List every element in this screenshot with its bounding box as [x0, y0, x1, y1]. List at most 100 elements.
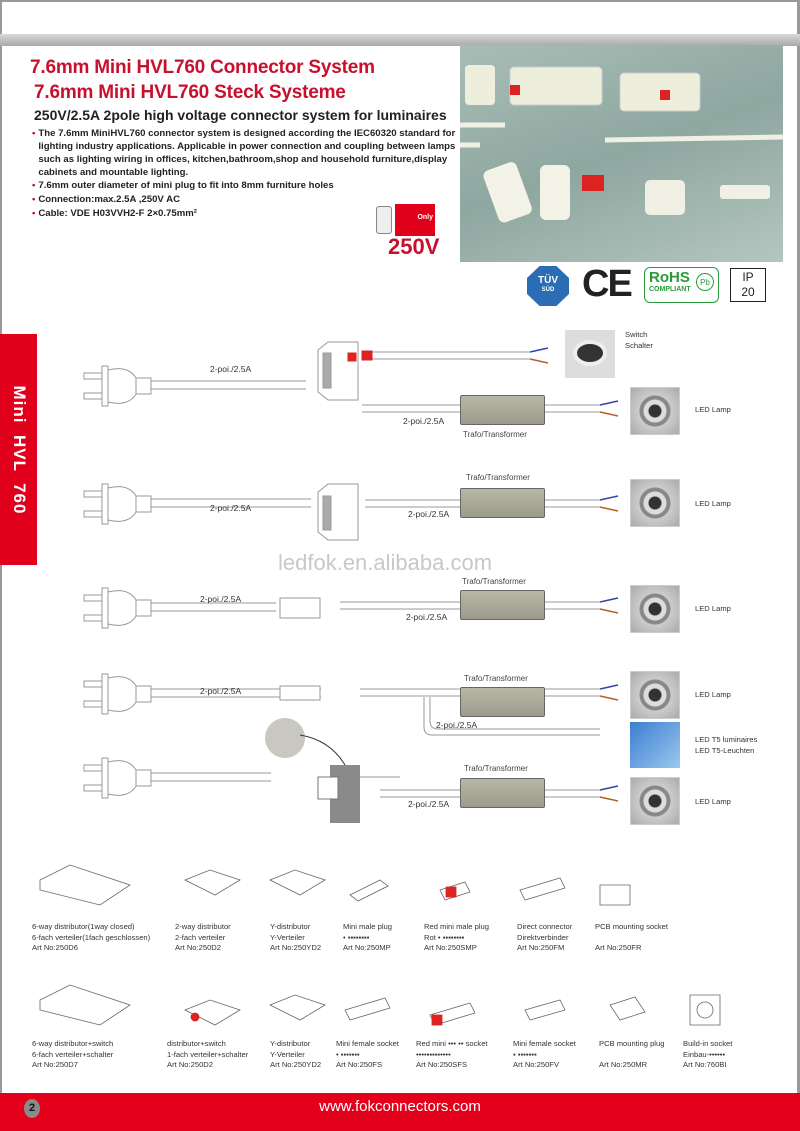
product-caption-line: 6-way distributor+switch: [32, 1039, 114, 1048]
product-caption-line: Art No:760BI: [683, 1060, 727, 1069]
transformer: [460, 778, 545, 808]
bullet-4: •Cable: VDE H03VVH2-F 2×0.75mm²: [32, 208, 197, 219]
product-caption-line: 2-fach verteiler: [175, 932, 226, 942]
product-caption-line: Art No:250D7: [32, 1060, 79, 1069]
led-lamp-photo: [630, 387, 680, 435]
bullet-icon: •: [32, 128, 36, 139]
bullet-icon: •: [32, 194, 36, 205]
product-caption-line: Mini female socket: [336, 1039, 399, 1048]
switch-photo: [565, 330, 615, 378]
product-caption: Mini female socket▪ ▪▪▪▪▪▪▪Art No:250FV: [513, 1039, 576, 1071]
led-lamp-photo: [630, 777, 680, 825]
transformer-label: Trafo/Transformer: [464, 764, 528, 773]
cable-label: 2-poi./2.5A: [210, 364, 252, 374]
cable-label: 2-poi./2.5A: [408, 799, 450, 809]
product-caption-line: • ▪▪▪▪▪▪▪: [336, 1049, 360, 1059]
product-caption-line: Mini female socket: [513, 1039, 576, 1048]
led-lamp-label: LED Lamp: [695, 604, 731, 613]
bullet-1: •The 7.6mm MiniHVL760 connector system i…: [32, 128, 456, 178]
voltage-label: 250V: [388, 234, 440, 259]
product-caption: Mini male plug• ▪▪▪▪▪▪▪▪Art No:250MP: [343, 922, 392, 954]
product-caption-line: Red mini ••• •• socket: [416, 1039, 488, 1048]
subtitle: 250V/2.5A 2pole high voltage connector s…: [34, 107, 447, 123]
led-lamp-label: LED Lamp: [695, 405, 731, 414]
product-caption-line: Art No:250YD2: [270, 1060, 322, 1069]
transformer: [460, 395, 545, 425]
ce-mark: CE: [582, 263, 633, 305]
product-caption-line: 6-fach verteiler+schalter: [32, 1049, 114, 1059]
transformer-label: Trafo/Transformer: [462, 577, 526, 586]
sidebar-series-label: Mini HVL 760: [0, 334, 37, 565]
bullet-2: •7.6mm outer diameter of mini plug to fi…: [32, 180, 334, 191]
cable-label: 2-poi./2.5A: [408, 509, 450, 519]
watermark: ledfok.en.alibaba.com: [278, 550, 493, 575]
cable-label: 2-poi./2.5A: [403, 416, 445, 426]
product-caption-line: Art No:250SFS: [416, 1060, 468, 1069]
cable-label: 2-poi./2.5A: [200, 686, 242, 696]
product-caption-line: Y-distributor: [270, 922, 311, 931]
transformer: [460, 488, 545, 518]
product-caption-line: Build-in socket: [683, 1039, 733, 1048]
rohs-logo: RoHS COMPLIANT Pb: [644, 267, 719, 303]
bullet-3: •Connection:max.2.5A ,250V AC: [32, 194, 180, 205]
footer-bar: [0, 1093, 800, 1131]
product-caption-line: Direktverbinder: [517, 932, 569, 942]
product-caption: Red mini ••• •• socket••••▪▪▪▪▪••••Art N…: [416, 1039, 488, 1071]
product-caption-line: distributor+switch: [167, 1039, 226, 1048]
product-caption-line: 2-way distributor: [175, 922, 231, 931]
product-caption-line: 6-fach verteiler(1fach geschlossen): [32, 932, 151, 942]
only-plug-badge: Only: [395, 204, 435, 236]
product-caption-line: Einbau-••••••: [683, 1049, 726, 1059]
product-caption-line: Y-Verteiler: [270, 1049, 305, 1059]
product-caption-line: Art No:250D2: [167, 1060, 214, 1069]
transformer-label: Trafo/Transformer: [463, 430, 527, 439]
transformer: [460, 687, 545, 717]
website-link[interactable]: www.fokconnectors.com: [319, 1098, 481, 1115]
product-caption-line: Art No:250FR: [595, 943, 642, 952]
tuv-logo: TÜV SÜD: [527, 266, 569, 306]
product-caption: 6-way distributor(1way closed)6-fach ver…: [32, 922, 150, 954]
cable-label: 2-poi./2.5A: [200, 594, 242, 604]
product-caption-line: • ▪▪▪▪▪▪▪▪: [343, 932, 370, 942]
transformer: [460, 590, 545, 620]
product-caption-line: Art No:250D6: [32, 943, 79, 952]
t5-luminaire-photo: [630, 722, 680, 768]
led-lamp-photo: [630, 585, 680, 633]
product-caption-line: ▪ ▪▪▪▪▪▪▪: [513, 1049, 537, 1059]
product-caption-line: Art No:250YD2: [270, 943, 322, 952]
product-caption-line: Art No:250FS: [336, 1060, 383, 1069]
led-lamp-photo: [630, 479, 680, 527]
page-number: 2: [24, 1099, 40, 1118]
product-caption-line: 6-way distributor(1way closed): [32, 922, 135, 931]
product-caption-line: PCB mounting plug: [599, 1039, 665, 1048]
product-caption-line: 1-fach verteiler+schalter: [167, 1049, 249, 1059]
socket-icon: [376, 206, 392, 234]
product-caption-line: Art No:250FM: [517, 943, 565, 952]
product-caption: Mini female socket• ▪▪▪▪▪▪▪Art No:250FS: [336, 1039, 399, 1071]
product-caption-line: PCB mounting socket: [595, 922, 669, 931]
product-caption-line: Mini male plug: [343, 922, 392, 931]
product-caption-line: Art No:250MP: [343, 943, 391, 952]
product-caption-line: [599, 1050, 664, 1061]
cable-label: 2-poi./2.5A: [210, 503, 252, 513]
top-band: [0, 34, 800, 46]
product-caption-line: Art No:250D2: [175, 943, 222, 952]
transformer-label: Trafo/Transformer: [464, 674, 528, 683]
product-caption-line: Rot • ▪▪▪▪▪▪▪▪: [424, 932, 465, 942]
led-lamp-label: LED Lamp: [695, 797, 731, 806]
title-en: 7.6mm Mini HVL760 Connector System: [30, 57, 375, 78]
product-caption-line: Y-distributor: [270, 1039, 311, 1048]
product-caption-line: Y-Verteiler: [270, 932, 305, 942]
title-de: 7.6mm Mini HVL760 Steck Systeme: [34, 82, 346, 103]
product-caption-line: Art No:250MR: [599, 1060, 648, 1069]
transformer-label: Trafo/Transformer: [466, 473, 530, 482]
